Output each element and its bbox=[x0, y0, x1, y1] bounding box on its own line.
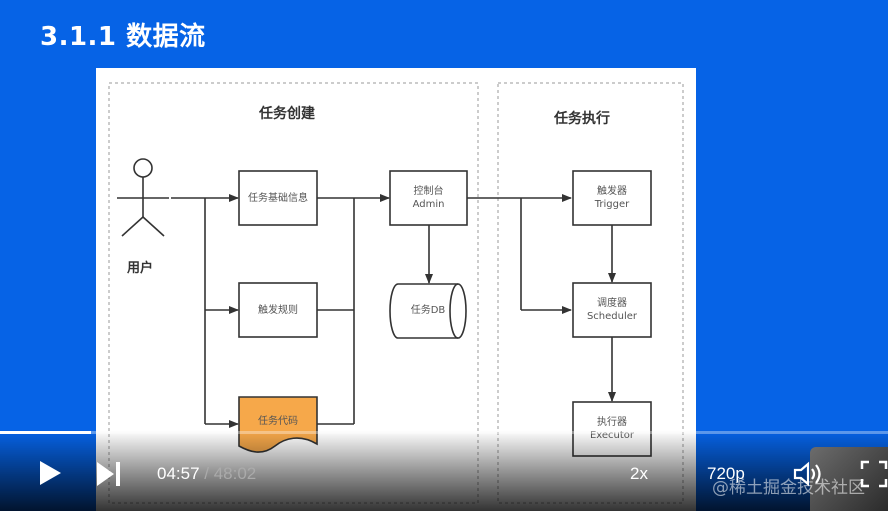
user-actor-icon bbox=[117, 158, 169, 237]
node-basic-info-label: 任务基础信息 bbox=[248, 193, 308, 204]
current-time: 04:57 bbox=[157, 464, 200, 483]
node-scheduler-label: 调度器 Scheduler bbox=[573, 297, 651, 323]
play-icon bbox=[40, 461, 61, 485]
next-icon bbox=[97, 462, 120, 486]
node-scheduler-line1: 调度器 bbox=[597, 298, 627, 309]
controls-overlay bbox=[0, 430, 888, 511]
progress-fill bbox=[0, 431, 92, 434]
play-button[interactable] bbox=[38, 460, 62, 491]
quality-button[interactable]: 720p bbox=[707, 464, 745, 483]
node-trigger bbox=[572, 170, 652, 226]
node-admin-label: 控制台 Admin bbox=[390, 185, 467, 211]
time-separator: / bbox=[199, 464, 214, 483]
node-trigger-line1: 触发器 bbox=[597, 186, 627, 197]
slide-title: 3.1.1 数据流 bbox=[40, 22, 206, 52]
next-button[interactable] bbox=[96, 461, 124, 492]
actor-label: 用户 bbox=[127, 261, 154, 276]
progress-bar[interactable] bbox=[0, 431, 888, 434]
node-trigger-rule-label: 触发规则 bbox=[258, 305, 298, 316]
node-scheduler-line2: Scheduler bbox=[586, 311, 638, 322]
node-admin bbox=[389, 170, 468, 226]
node-db-label: 任务DB bbox=[410, 305, 446, 316]
node-scheduler bbox=[572, 282, 652, 338]
node-basic-info bbox=[238, 170, 318, 226]
node-admin-line1: 控制台 bbox=[413, 186, 444, 197]
volume-button[interactable] bbox=[792, 460, 824, 493]
volume-icon bbox=[793, 461, 821, 487]
playback-speed-button[interactable]: 2x bbox=[630, 464, 648, 483]
group-title-creation: 任务创建 bbox=[259, 106, 315, 122]
fullscreen-button[interactable] bbox=[860, 460, 888, 493]
node-trigger-line2: Trigger bbox=[594, 199, 630, 210]
time-display: 04:57 / 48:02 bbox=[157, 464, 256, 484]
fullscreen-icon bbox=[860, 460, 888, 488]
node-task-code-label: 任务代码 bbox=[258, 416, 298, 427]
presenter-thumbnail bbox=[810, 447, 888, 511]
node-trigger-rule bbox=[238, 282, 318, 338]
node-executor-line1: 执行器 bbox=[597, 417, 627, 428]
group-title-execution: 任务执行 bbox=[554, 111, 610, 127]
total-time: 48:02 bbox=[213, 464, 257, 483]
node-admin-line2: Admin bbox=[412, 199, 445, 210]
node-trigger-label: 触发器 Trigger bbox=[573, 185, 651, 211]
